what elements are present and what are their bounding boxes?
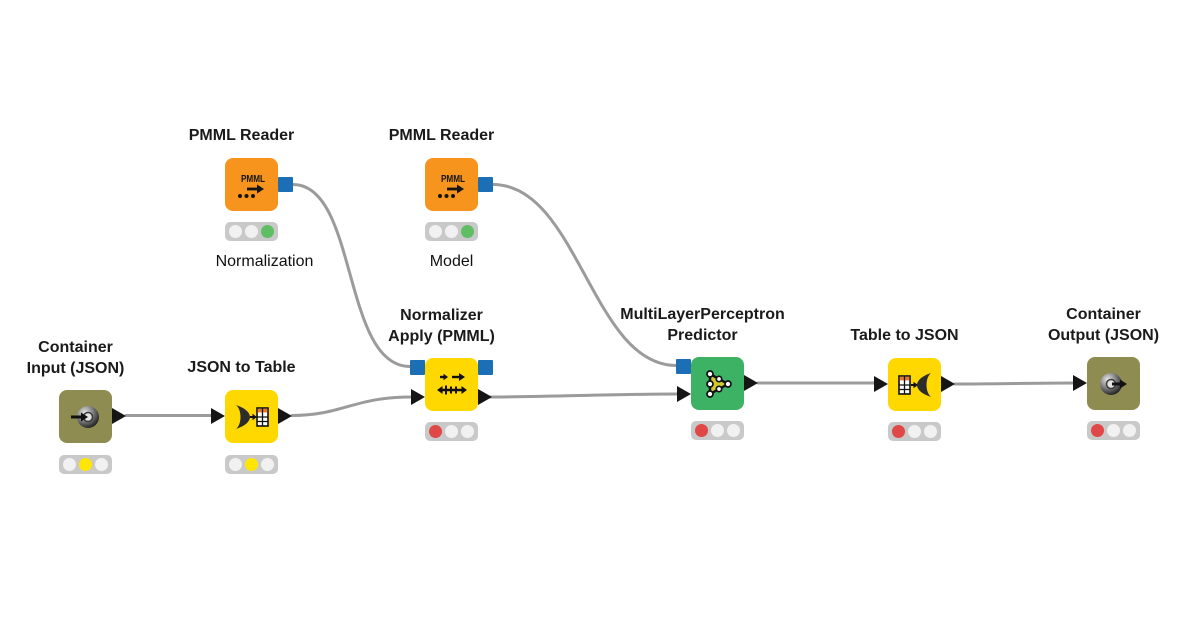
node-container-input-json[interactable]: Container Input (JSON)	[27, 339, 126, 474]
container-output-icon	[1099, 372, 1127, 395]
svg-text:PMML: PMML	[241, 173, 265, 185]
status-dot	[461, 225, 474, 238]
node-pmml-reader-model[interactable]: PMML Reader PMML Model	[389, 127, 495, 270]
data-output-port[interactable]	[478, 389, 492, 405]
status-dot	[461, 425, 474, 438]
node-multilayerperceptron-predictor[interactable]: MultiLayerPerceptron Predictor	[620, 306, 785, 440]
node-body-container-input[interactable]	[59, 390, 112, 443]
status-dot	[79, 458, 92, 471]
node-body-normalizer-apply[interactable]	[425, 358, 478, 411]
node-title: Container Input (JSON)	[26, 339, 125, 377]
node-title: Table to JSON	[850, 327, 959, 344]
pmml-reader-icon: PMML	[437, 173, 465, 198]
status-dot	[695, 424, 708, 437]
node-body-pmml-reader[interactable]: PMML	[225, 158, 278, 211]
status-traffic-light	[225, 455, 278, 474]
status-dot	[245, 225, 258, 238]
json-to-table-icon	[235, 404, 269, 429]
table-to-json-icon	[897, 372, 931, 397]
status-traffic-light	[59, 455, 112, 474]
data-output-port[interactable]	[278, 408, 292, 424]
data-input-port[interactable]	[411, 389, 425, 405]
node-title: MultiLayerPerceptron Predictor	[620, 306, 785, 344]
status-dot	[908, 425, 921, 438]
status-traffic-light	[225, 222, 278, 241]
status-traffic-light	[888, 422, 941, 441]
connection-table-to-json-to-container-output[interactable]	[953, 381, 1075, 386]
connection-normalizer-to-predictor[interactable]	[485, 392, 679, 399]
node-title: PMML Reader	[188, 127, 295, 144]
status-dot	[261, 225, 274, 238]
status-traffic-light	[425, 422, 478, 441]
status-dot	[229, 458, 242, 471]
status-dot	[429, 225, 442, 238]
node-title: Normalizer Apply (PMML)	[388, 307, 495, 345]
node-body-pmml-reader[interactable]: PMML	[425, 158, 478, 211]
connection-json-to-table-to-normalizer[interactable]	[290, 395, 413, 417]
node-body-json-to-table[interactable]	[225, 390, 278, 443]
node-title: JSON to Table	[187, 359, 296, 376]
node-title: Container Output (JSON)	[1047, 306, 1160, 344]
node-annotation: Normalization	[215, 253, 314, 270]
status-dot	[1123, 424, 1136, 437]
status-dot	[924, 425, 937, 438]
node-body-container-output[interactable]	[1087, 357, 1140, 410]
pmml-output-port[interactable]	[278, 177, 293, 192]
status-dot	[245, 458, 258, 471]
pmml-output-port[interactable]	[478, 360, 493, 375]
status-dot	[261, 458, 274, 471]
node-json-to-table[interactable]: JSON to Table	[187, 359, 296, 474]
status-dot	[711, 424, 724, 437]
data-input-port[interactable]	[211, 408, 225, 424]
node-annotation: Model	[429, 253, 474, 270]
status-dot	[1107, 424, 1120, 437]
status-dot	[95, 458, 108, 471]
data-input-port[interactable]	[874, 376, 888, 392]
status-dot	[445, 425, 458, 438]
status-dot	[63, 458, 76, 471]
data-output-port[interactable]	[112, 408, 126, 424]
mlp-predictor-icon	[705, 369, 732, 398]
status-traffic-light	[691, 421, 744, 440]
status-dot	[445, 225, 458, 238]
pmml-output-port[interactable]	[478, 177, 493, 192]
pmml-input-port[interactable]	[410, 360, 425, 375]
status-dot	[1091, 424, 1104, 437]
svg-text:PMML: PMML	[441, 173, 465, 185]
status-traffic-light	[425, 222, 478, 241]
node-normalizer-apply-pmml[interactable]: Normalizer Apply (PMML)	[388, 307, 495, 441]
data-input-port[interactable]	[1073, 375, 1087, 391]
node-body-mlp-predictor[interactable]	[691, 357, 744, 410]
container-input-icon	[70, 405, 99, 428]
node-body-table-to-json[interactable]	[888, 358, 941, 411]
data-output-port[interactable]	[744, 375, 758, 391]
status-dot	[727, 424, 740, 437]
node-title: PMML Reader	[388, 127, 495, 144]
status-dot	[429, 425, 442, 438]
status-traffic-light	[1087, 421, 1140, 440]
node-table-to-json[interactable]: Table to JSON	[850, 327, 959, 441]
connection-pmml-reader-model-to-predictor[interactable]	[491, 183, 678, 367]
data-output-port[interactable]	[941, 376, 955, 392]
status-dot	[229, 225, 242, 238]
node-pmml-reader-normalization[interactable]: PMML Reader PMML Normalization	[189, 127, 314, 270]
data-input-port[interactable]	[677, 386, 691, 402]
normalizer-apply-icon	[436, 372, 467, 394]
status-dot	[892, 425, 905, 438]
pmml-reader-icon: PMML	[237, 173, 265, 198]
connection-pmml-reader-normalization-to-normalizer[interactable]	[291, 183, 412, 368]
pmml-input-port[interactable]	[676, 359, 691, 374]
node-container-output-json[interactable]: Container Output (JSON)	[1048, 306, 1159, 440]
